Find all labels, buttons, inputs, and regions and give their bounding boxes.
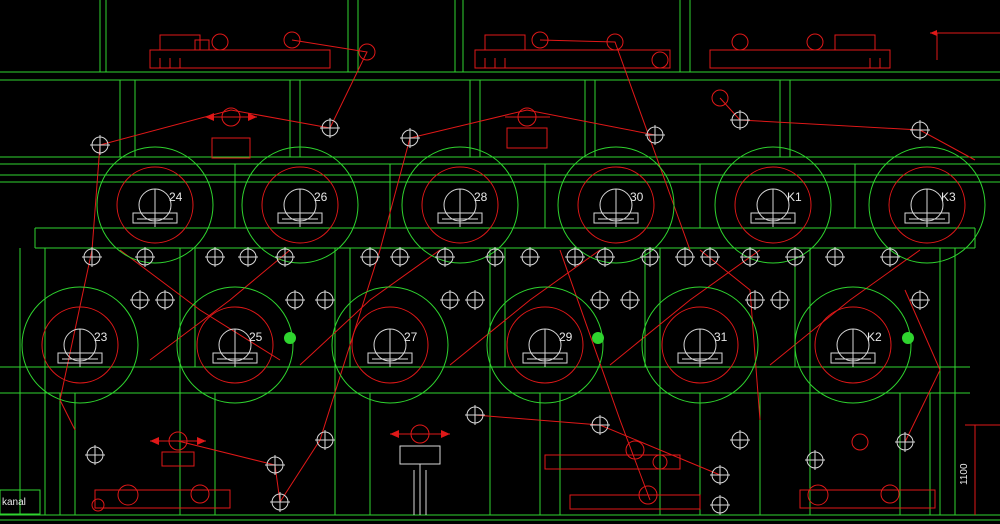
idler-roller xyxy=(770,290,790,310)
roller-label-bottom-5: K2 xyxy=(867,330,882,344)
roller-label-bottom-4: 31 xyxy=(714,330,728,344)
roller-label-top-1: 26 xyxy=(314,190,328,204)
idler-roller xyxy=(265,455,285,475)
idler-roller xyxy=(745,290,765,310)
bottom-drive-left xyxy=(91,484,231,512)
roller-bottom-1: 25 xyxy=(176,286,294,404)
idler-roller xyxy=(85,445,105,465)
dimension-1100: 1100 xyxy=(959,424,1000,515)
idler-roller xyxy=(640,247,660,267)
idler-roller xyxy=(880,247,900,267)
idler-roller xyxy=(730,430,750,450)
roller-label-bottom-1: 25 xyxy=(249,330,263,344)
roller-bottom-5: K2 xyxy=(794,286,912,404)
roller-row-bottom: 23 25 27 29 31 K2 xyxy=(21,286,912,404)
idler-roller xyxy=(645,125,665,145)
roller-bottom-2: 27 xyxy=(331,286,449,404)
idler-roller xyxy=(595,247,615,267)
idler-rollers xyxy=(82,110,930,515)
roller-label-top-3: 30 xyxy=(630,190,644,204)
belt-path xyxy=(59,39,976,503)
idler-roller xyxy=(675,247,695,267)
idler-roller xyxy=(485,247,505,267)
idler-roller xyxy=(825,247,845,267)
idler-roller xyxy=(910,290,930,310)
idler-roller xyxy=(590,415,610,435)
idler-roller xyxy=(205,247,225,267)
idler-roller xyxy=(740,247,760,267)
idler-roller xyxy=(82,247,102,267)
idler-roller xyxy=(700,247,720,267)
idler-roller xyxy=(785,247,805,267)
idler-roller xyxy=(390,247,410,267)
roller-top-4: K1 xyxy=(714,146,832,264)
idler-roller xyxy=(520,247,540,267)
idler-roller xyxy=(440,290,460,310)
idler-roller xyxy=(238,247,258,267)
idler-roller xyxy=(285,290,305,310)
idler-roller xyxy=(90,135,110,155)
frame-verticals xyxy=(19,80,956,515)
bottom-drive-center xyxy=(544,440,701,510)
center-markers xyxy=(284,332,914,344)
idler-roller xyxy=(590,290,610,310)
roller-row-top: 24 26 28 30 K1 K3 xyxy=(96,146,986,264)
idler-roller xyxy=(315,290,335,310)
idler-roller xyxy=(805,450,825,470)
idler-roller xyxy=(135,247,155,267)
idler-roller xyxy=(620,290,640,310)
idler-roller xyxy=(465,405,485,425)
idler-roller xyxy=(155,290,175,310)
roller-label-top-2: 28 xyxy=(474,190,488,204)
roller-top-1: 26 xyxy=(241,146,359,264)
top-drive-right xyxy=(709,33,891,107)
idler-roller xyxy=(275,247,295,267)
dimension-right-top xyxy=(930,30,1000,60)
roller-label-top-0: 24 xyxy=(169,190,183,204)
frame-beams xyxy=(0,71,1000,521)
idler-roller xyxy=(320,118,340,138)
idler-roller xyxy=(400,128,420,148)
idler-roller xyxy=(565,247,585,267)
top-drive-left xyxy=(149,31,376,69)
roller-top-3: 30 xyxy=(557,146,675,264)
idler-roller xyxy=(130,290,150,310)
idler-roller xyxy=(730,110,750,130)
idler-roller xyxy=(360,247,380,267)
roller-top-0: 24 xyxy=(96,146,214,264)
roller-bottom-3: 29 xyxy=(486,286,604,404)
idler-roller xyxy=(270,492,290,512)
roller-label-bottom-3: 29 xyxy=(559,330,573,344)
tension-device-left xyxy=(205,107,257,159)
roller-bottom-0: 23 xyxy=(21,286,139,404)
roller-bottom-4: 31 xyxy=(641,286,759,404)
tension-device-center xyxy=(505,107,550,149)
top-drive-center xyxy=(474,31,671,69)
roller-top-5: K3 xyxy=(868,146,986,264)
idler-roller xyxy=(435,247,455,267)
corner-text: kanal xyxy=(2,497,26,508)
top-columns xyxy=(99,0,691,72)
roller-label-bottom-0: 23 xyxy=(94,330,108,344)
dimension-label: 1100 xyxy=(959,463,970,485)
roller-label-top-5: K3 xyxy=(941,190,956,204)
corner-box: kanal xyxy=(0,489,41,515)
bottom-drive-right xyxy=(799,484,936,509)
idler-roller xyxy=(910,120,930,140)
idler-roller xyxy=(895,432,915,452)
tension-device-bottom xyxy=(150,424,869,515)
roller-label-bottom-2: 27 xyxy=(404,330,418,344)
roller-top-2: 28 xyxy=(401,146,519,264)
roller-label-top-4: K1 xyxy=(787,190,802,204)
idler-roller xyxy=(710,495,730,515)
idler-roller xyxy=(315,430,335,450)
idler-roller xyxy=(465,290,485,310)
idler-roller xyxy=(710,465,730,485)
